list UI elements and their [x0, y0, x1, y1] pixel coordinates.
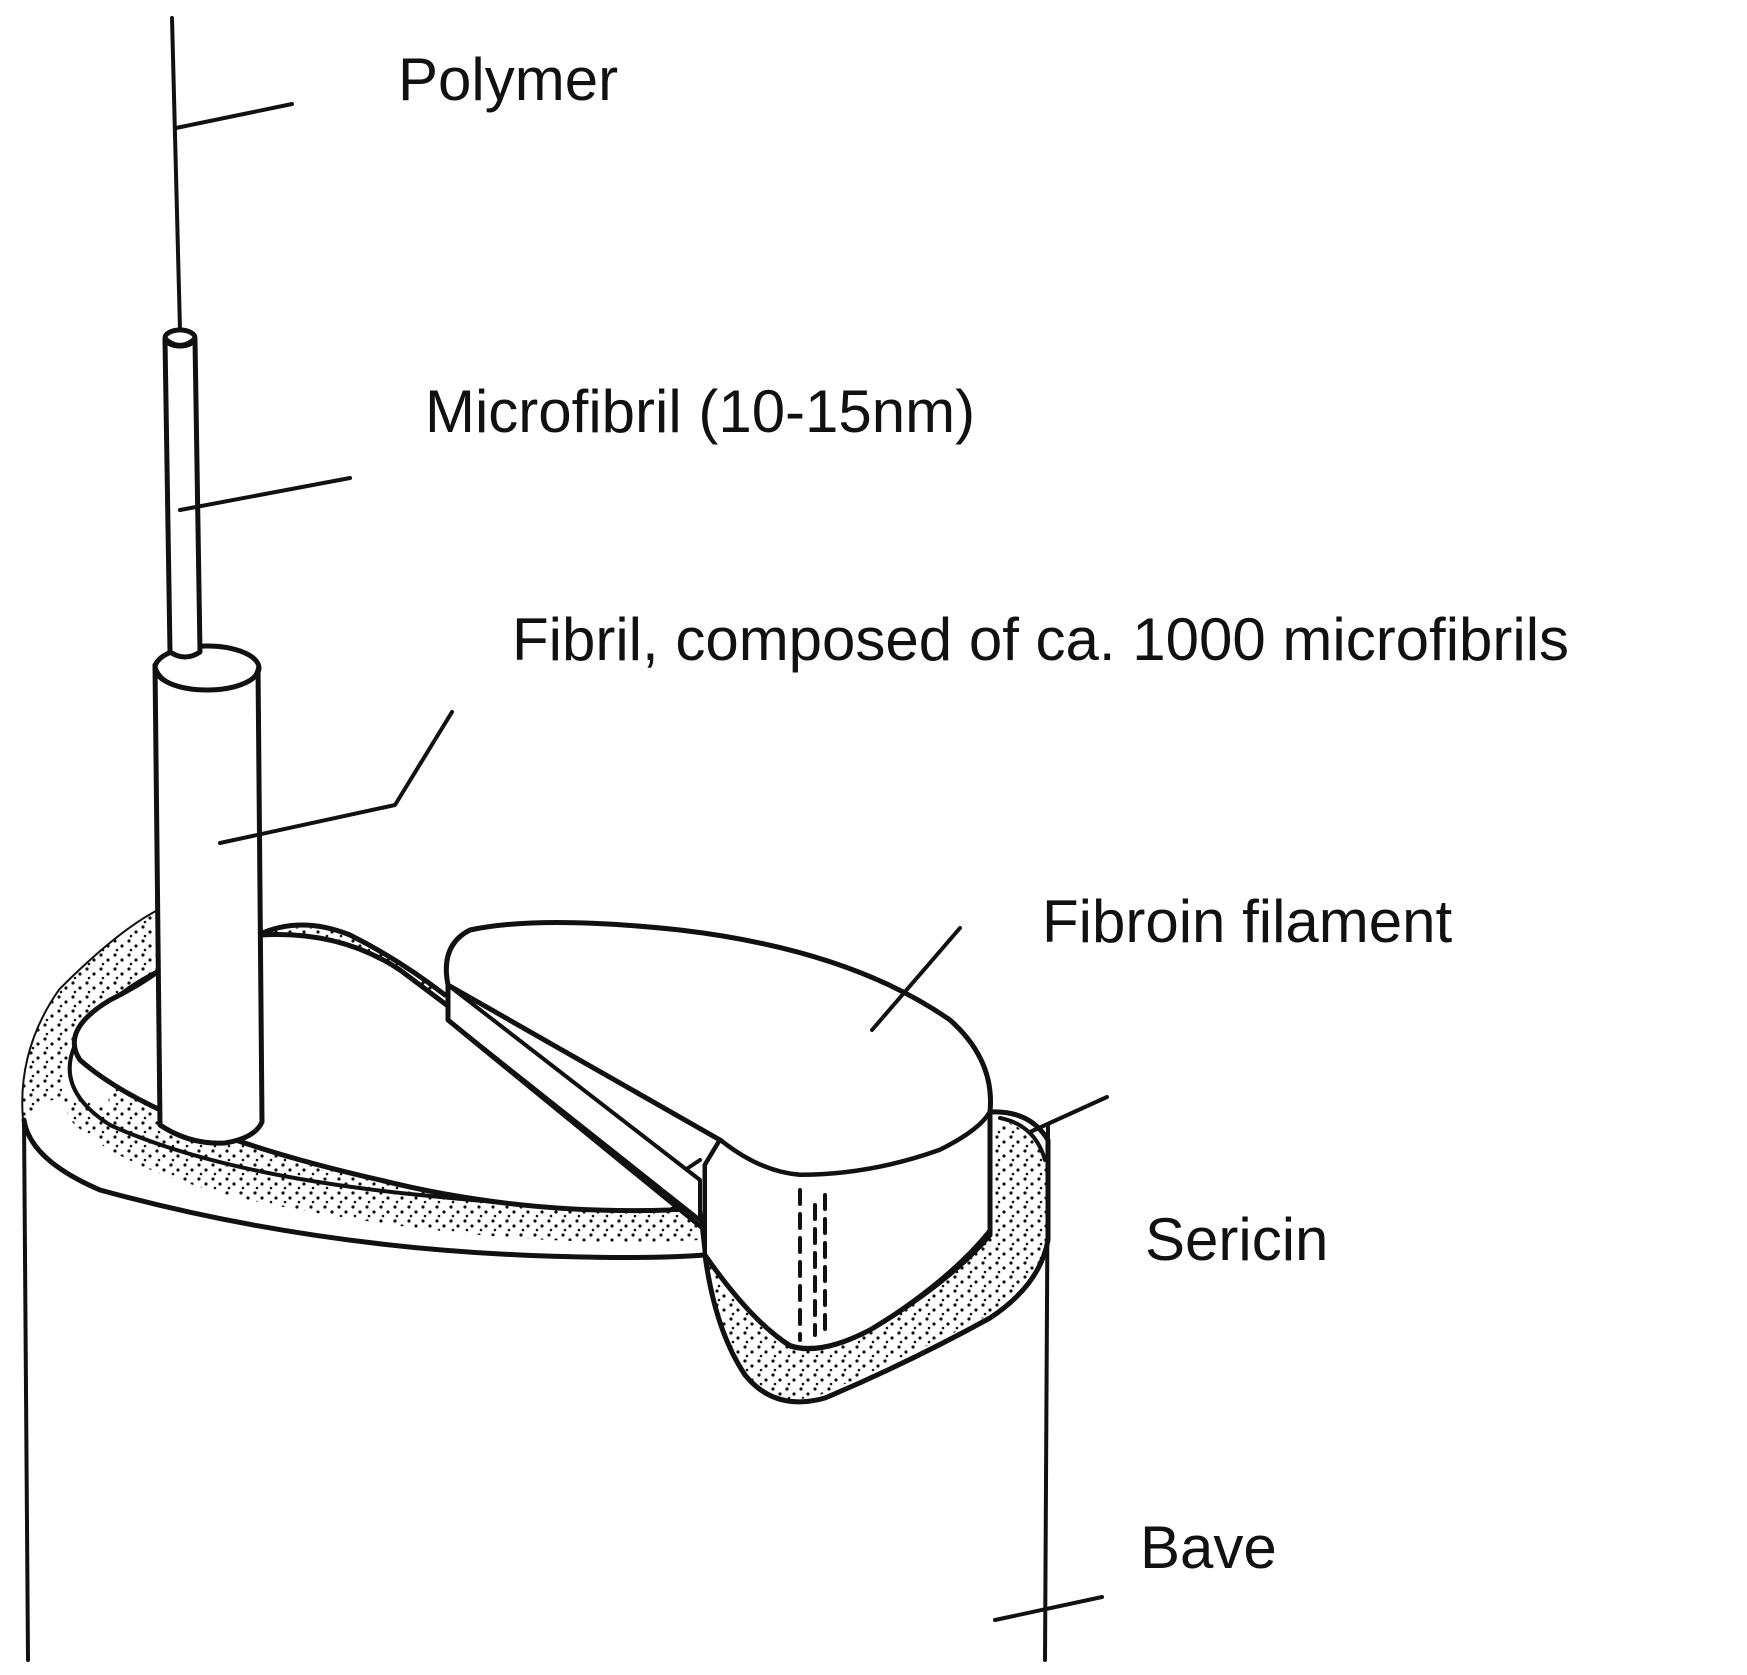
label-fibroin-filament: Fibroin filament: [1042, 888, 1452, 955]
label-fibril: Fibril, composed of ca. 1000 microfibril…: [512, 606, 1569, 673]
label-polymer: Polymer: [398, 46, 618, 113]
fibroin-filament-block: [443, 920, 993, 1352]
polymer-leader: [174, 102, 294, 130]
bave-leader: [993, 1595, 1104, 1622]
polymer-chain: [170, 16, 182, 332]
label-bave: Bave: [1140, 1514, 1277, 1581]
sericin-leader: [1028, 1095, 1109, 1134]
fibroin-leader: [870, 926, 962, 1032]
microfibril-leader: [178, 476, 352, 512]
leader-lines: [174, 102, 1109, 1622]
label-microfibril: Microfibril (10-15nm): [425, 378, 975, 445]
label-sericin: Sericin: [1145, 1206, 1328, 1273]
fibril-leader: [218, 710, 454, 845]
microfibril-rod: [162, 327, 203, 660]
fibril-rod: [152, 643, 265, 1146]
